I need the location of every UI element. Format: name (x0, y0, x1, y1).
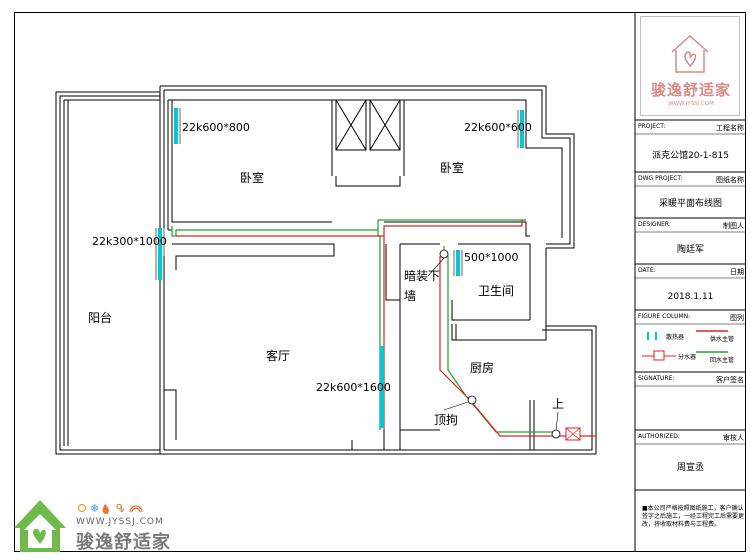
tb-authorized-label-cn: 审核人 (723, 434, 744, 442)
room-label-kitchen: 厨房 (470, 361, 495, 375)
pipe-ceiling-marker (467, 395, 477, 405)
pipe-down-marker (439, 249, 449, 259)
legend-return-label: 回水主管 (710, 357, 735, 364)
tb-signature-label-cn: 客户签名 (716, 376, 744, 384)
label-ceiling-pipe: 顶拘 (434, 413, 459, 427)
radiator-label-bedroom-left: 22k600*800 (182, 121, 250, 134)
legend-symbols (642, 330, 728, 361)
drawing-sheet (14, 12, 746, 552)
brand-logo-icon (14, 500, 66, 552)
room-label-bathroom: 卫生间 (478, 284, 515, 298)
tb-authorized-label: AUTHORIZED: (638, 433, 680, 440)
room-label-living-room: 客厅 (266, 349, 291, 363)
svg-text:ᕴ: ᕴ (116, 502, 125, 515)
tb-date-label-cn: 日期 (730, 268, 744, 276)
radiator-label-balcony-wall: 22k300*1000 (92, 235, 167, 248)
brand-url: WWW.JYSSJ.COM (76, 517, 164, 527)
tb-project-label: PROJECT: (638, 123, 666, 130)
tb-designer-label: DESIGNER: (638, 221, 671, 228)
tb-designer-label-cn: 制图人 (723, 222, 744, 230)
legend-radiator-label: 散热器 (666, 334, 685, 341)
svg-text:❄: ❄ (90, 502, 99, 515)
radiators (158, 108, 524, 428)
tb-signature-label: SIGNATURE: (638, 375, 675, 382)
label-pipe-up: 上 (552, 397, 565, 411)
logo-url: WWW.JYSSJ.COM (668, 101, 714, 107)
tb-note: ■本公司严格按照图纸施工，客户确认签字之后施工，一经工程完工后需要更改，将收取材… (642, 505, 745, 528)
tb-dwg-label-cn: 图纸名称 (716, 176, 744, 184)
radiator-label-living-room: 22k600*1600 (316, 381, 391, 394)
tb-authorized-value: 周宣丞 (676, 463, 704, 473)
tb-project-value: 派克公馆20-1-815 (652, 151, 729, 161)
radiator-label-bedroom-right: 22k600*600 (464, 121, 532, 134)
tb-designer-value: 陶廷军 (676, 245, 704, 255)
label-hidden-pipe: 暗装下墙 (404, 269, 441, 303)
legend-supply-label: 供水主管 (710, 336, 735, 343)
room-label-balcony: 阳台 (88, 311, 113, 325)
logo-name: 骏逸舒适家 (650, 81, 731, 99)
radiator-label-bathroom: 500*1000 (464, 251, 519, 264)
walls (55, 85, 597, 455)
tb-dwg-label: DWG PROJECT: (638, 175, 683, 182)
tb-figure-label: FIGURE COLUMN: (638, 313, 691, 320)
tb-dwg-value: 采暖平面布线图 (658, 199, 722, 209)
brand-name: 骏逸舒适家 (76, 532, 171, 553)
logo-house-icon (671, 34, 709, 73)
legend-valve-label: 分水器 (678, 354, 697, 361)
tb-date-value: 2018.1.11 (667, 292, 714, 302)
brand-weather-icons: ❄ ᕴ (77, 502, 143, 515)
title-block-logo: 骏逸舒适家 WWW.JYSSJ.COM (640, 16, 740, 116)
pipe-up-marker (551, 429, 561, 439)
tb-project-label-cn: 工程名称 (716, 124, 744, 132)
room-label-bedroom-left: 卧室 (240, 171, 265, 185)
tb-date-label: DATE: (638, 267, 656, 274)
tb-figure-label-cn: 图列 (730, 314, 744, 322)
room-label-bedroom-right: 卧室 (440, 161, 465, 175)
